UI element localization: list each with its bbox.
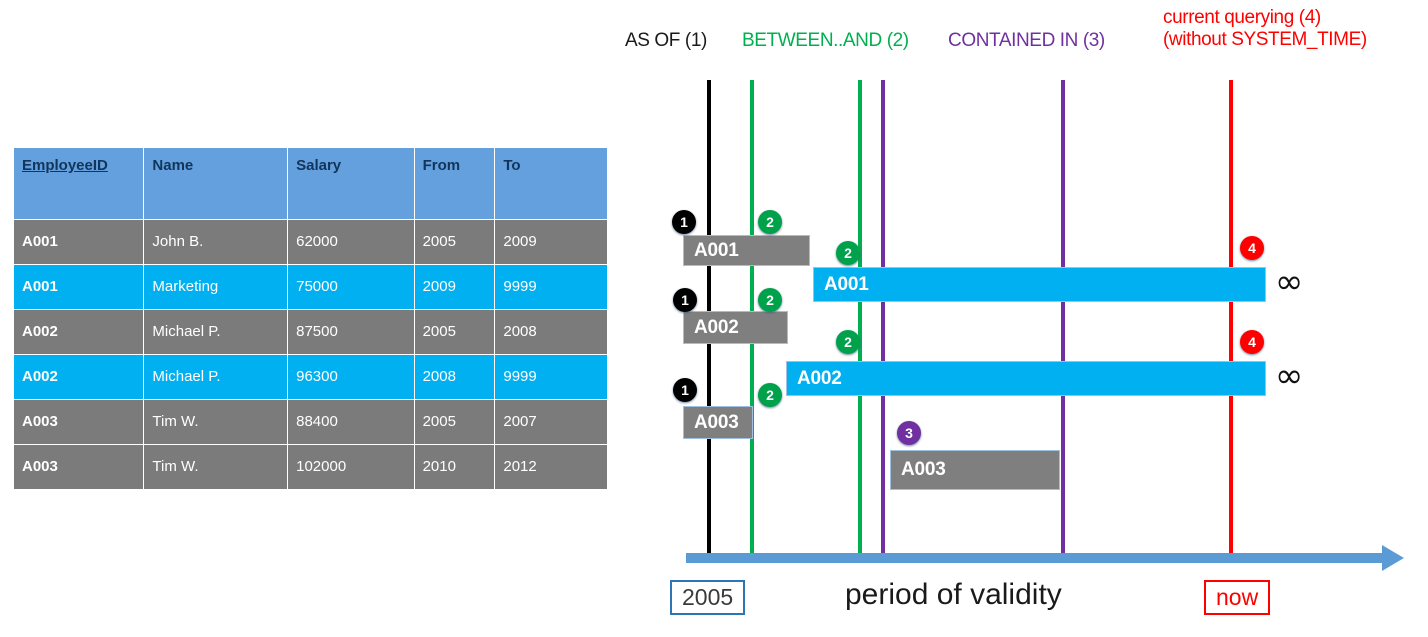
cell-from: 2005 [413,399,496,445]
cell-from: 2008 [413,354,496,400]
cell-to: 2007 [494,399,608,445]
badge-2-a003: 2 [758,383,782,407]
bar-a001-historic: A001 [683,235,810,266]
cell-employeeid: A003 [12,444,145,490]
table-row: A002 Michael P. 87500 2005 2008 [12,309,608,355]
cell-to: 2012 [494,444,608,490]
table-row: A003 Tim W. 88400 2005 2007 [12,399,608,445]
cell-salary: 75000 [287,264,415,310]
column-header-from: From [413,147,496,220]
badge-2-a002-end: 2 [836,330,860,354]
table-row: A002 Michael P. 96300 2008 9999 [12,354,608,400]
timeline-axis [686,553,1390,563]
bar-a003-historic: A003 [683,406,753,439]
bar-a001-current: A001 [813,267,1266,302]
badge-1-a003: 1 [673,378,697,402]
table-body: A001 John B. 62000 2005 2009 A001 Market… [12,219,608,490]
axis-now-label: now [1204,580,1271,615]
cell-to: 2008 [494,309,608,355]
timeline-arrow-icon [1382,545,1404,571]
legend-as-of: AS OF (1) [625,30,707,51]
infinity-a001: ∞ [1275,262,1304,302]
column-header-employeeid-label: EmployeeID [22,157,108,174]
cell-employeeid: A003 [12,399,145,445]
column-header-employeeid: EmployeeID [12,147,145,220]
cell-from: 2005 [413,309,496,355]
legend-between-and: BETWEEN..AND (2) [742,30,909,51]
badge-1-a002: 1 [673,288,697,312]
bar-a001-current-label: A001 [824,273,869,295]
contained-start-line [881,80,885,558]
cell-from: 2010 [413,444,496,490]
cell-to: 9999 [494,354,608,400]
cell-name: Marketing [143,264,289,310]
bar-a001-historic-label: A001 [694,239,739,261]
cell-name: Tim W. [143,444,289,490]
table-header: EmployeeID Name Salary From To [12,147,608,220]
contained-end-line [1061,80,1065,558]
cell-salary: 96300 [287,354,415,400]
column-header-to: To [494,147,608,220]
cell-salary: 102000 [287,444,415,490]
badge-3-a003: 3 [897,421,921,445]
cell-employeeid: A001 [12,264,145,310]
cell-employeeid: A002 [12,354,145,400]
cell-to: 2009 [494,219,608,265]
cell-salary: 87500 [287,309,415,355]
legend-current-querying-line2: (without SYSTEM_TIME) [1163,28,1367,50]
badge-4-a001: 4 [1240,236,1264,260]
badge-4-a002: 4 [1240,330,1264,354]
between-end-line [858,80,862,558]
table-row: A003 Tim W. 102000 2010 2012 [12,444,608,490]
badge-1-a001: 1 [672,210,696,234]
bar-a003-later-label: A003 [901,459,946,480]
cell-from: 2009 [413,264,496,310]
legend-contained-in: CONTAINED IN (3) [948,30,1105,51]
now-line [1229,80,1233,558]
cell-employeeid: A001 [12,219,145,265]
cell-name: Tim W. [143,399,289,445]
bar-a003-historic-label: A003 [694,411,739,433]
cell-employeeid: A002 [12,309,145,355]
cell-to: 9999 [494,264,608,310]
badge-2-a001-end: 2 [836,241,860,265]
legend-current-querying: current querying (4) (without SYSTEM_TIM… [1163,7,1367,51]
table-row: A001 John B. 62000 2005 2009 [12,219,608,265]
legend-current-querying-line1: current querying (4) [1163,7,1321,28]
badge-2-a002-start: 2 [758,288,782,312]
employee-table: EmployeeID Name Salary From To A001 John… [12,147,608,490]
bar-a002-historic: A002 [683,311,788,344]
cell-salary: 62000 [287,219,415,265]
axis-caption: period of validity [845,578,1062,611]
bar-a002-current-label: A002 [797,367,842,389]
axis-start-label: 2005 [670,580,746,615]
bar-a003-later: A003 [890,450,1060,490]
badge-2-a001-start: 2 [758,210,782,234]
infinity-a002: ∞ [1275,356,1304,396]
cell-from: 2005 [413,219,496,265]
bar-a002-historic-label: A002 [694,316,739,338]
table-header-row: EmployeeID Name Salary From To [12,147,608,220]
cell-name: Michael P. [143,354,289,400]
bar-a002-current: A002 [786,361,1266,396]
table-row: A001 Marketing 75000 2009 9999 [12,264,608,310]
cell-name: John B. [143,219,289,265]
